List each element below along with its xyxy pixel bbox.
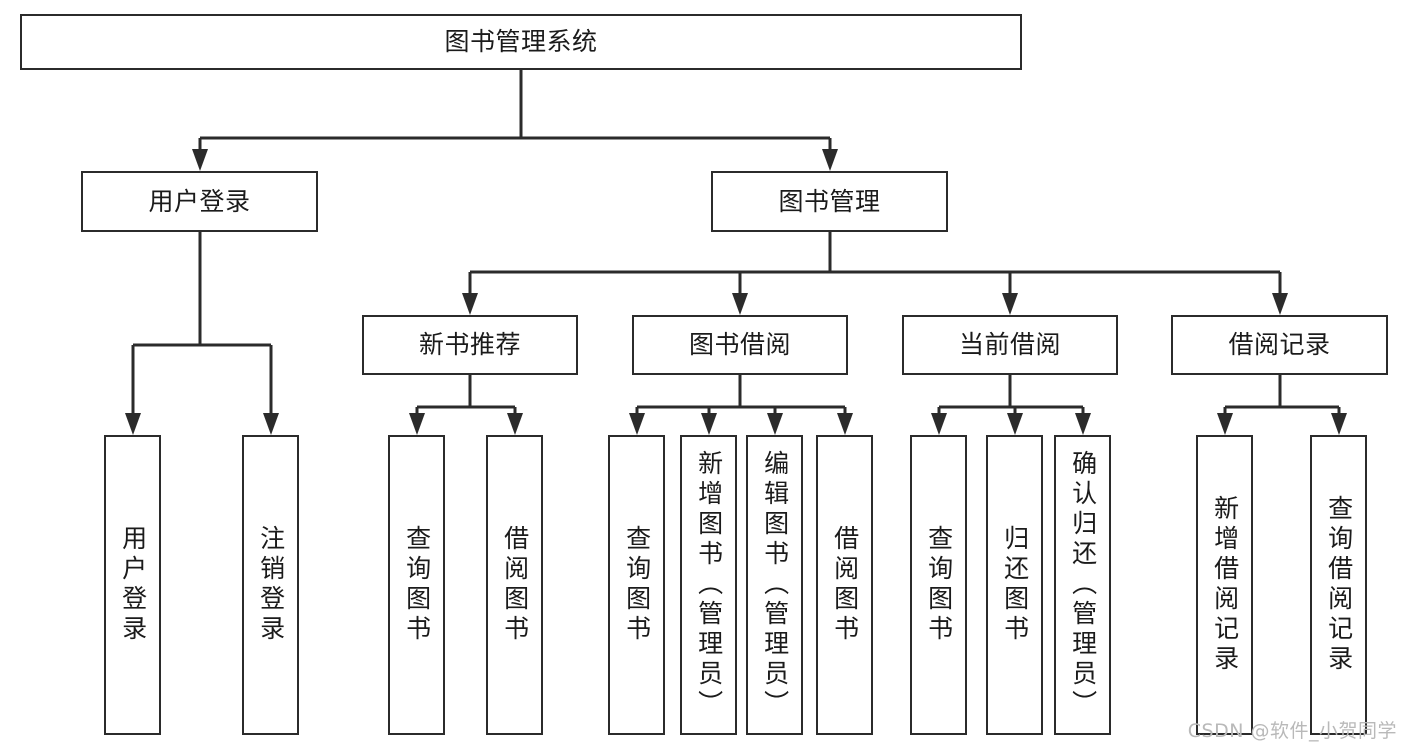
arrowhead-leaf-confirm bbox=[1075, 413, 1091, 435]
node-leaf-add-book[interactable]: 新增图书（管理员） bbox=[680, 435, 737, 735]
arrowhead-borrow-record bbox=[1272, 293, 1288, 315]
node-leaf-return[interactable]: 归还图书 bbox=[986, 435, 1043, 735]
node-label: 借阅记录 bbox=[1228, 330, 1331, 360]
arrowhead-new-book-rec bbox=[462, 293, 478, 315]
node-leaf-query-2[interactable]: 查询图书 bbox=[608, 435, 665, 735]
node-label: 注销登录 bbox=[256, 525, 286, 645]
node-book-manage[interactable]: 图书管理 bbox=[711, 171, 948, 232]
node-label: 确认归还（管理员） bbox=[1068, 450, 1098, 720]
watermark: CSDN @软件_小贺同学 bbox=[1187, 720, 1397, 742]
node-label: 图书管理 bbox=[778, 186, 881, 216]
node-leaf-user-login[interactable]: 用户登录 bbox=[104, 435, 161, 735]
node-label: 编辑图书（管理员） bbox=[760, 450, 790, 720]
node-leaf-query-rec[interactable]: 查询借阅记录 bbox=[1310, 435, 1367, 735]
arrowhead-leaf-query-1 bbox=[409, 413, 425, 435]
node-current-borrow[interactable]: 当前借阅 bbox=[902, 315, 1118, 375]
arrowhead-book-borrow bbox=[732, 293, 748, 315]
node-leaf-add-rec[interactable]: 新增借阅记录 bbox=[1196, 435, 1253, 735]
arrowhead-leaf-borrow-2 bbox=[837, 413, 853, 435]
arrowhead-leaf-add-rec bbox=[1217, 413, 1233, 435]
arrowhead-leaf-logout bbox=[263, 413, 279, 435]
node-book-borrow[interactable]: 图书借阅 bbox=[632, 315, 848, 375]
arrowhead-leaf-user-login bbox=[125, 413, 141, 435]
node-label: 图书借阅 bbox=[688, 330, 791, 360]
node-label: 新增借阅记录 bbox=[1210, 495, 1240, 675]
node-label: 新增图书（管理员） bbox=[694, 450, 724, 720]
node-leaf-logout[interactable]: 注销登录 bbox=[242, 435, 299, 735]
arrowhead-leaf-query-3 bbox=[931, 413, 947, 435]
arrowhead-leaf-add-book bbox=[701, 413, 717, 435]
node-label: 查询图书 bbox=[924, 525, 954, 645]
arrowhead-leaf-query-rec bbox=[1331, 413, 1347, 435]
node-leaf-query-1[interactable]: 查询图书 bbox=[388, 435, 445, 735]
node-label: 新书推荐 bbox=[418, 330, 521, 360]
arrowhead-leaf-edit-book bbox=[767, 413, 783, 435]
node-label: 查询图书 bbox=[402, 525, 432, 645]
node-leaf-borrow-1[interactable]: 借阅图书 bbox=[486, 435, 543, 735]
node-label: 借阅图书 bbox=[830, 525, 860, 645]
node-label: 用户登录 bbox=[118, 525, 148, 645]
node-new-book-rec[interactable]: 新书推荐 bbox=[362, 315, 578, 375]
arrowhead-current-borrow bbox=[1002, 293, 1018, 315]
node-root[interactable]: 图书管理系统 bbox=[20, 14, 1022, 70]
arrowhead-leaf-borrow-1 bbox=[507, 413, 523, 435]
node-borrow-record[interactable]: 借阅记录 bbox=[1171, 315, 1388, 375]
node-label: 图书管理系统 bbox=[444, 27, 598, 57]
node-leaf-edit-book[interactable]: 编辑图书（管理员） bbox=[746, 435, 803, 735]
node-label: 查询图书 bbox=[622, 525, 652, 645]
node-label: 当前借阅 bbox=[958, 330, 1061, 360]
node-leaf-borrow-2[interactable]: 借阅图书 bbox=[816, 435, 873, 735]
node-label: 归还图书 bbox=[1000, 525, 1030, 645]
node-label: 用户登录 bbox=[148, 186, 251, 216]
node-label: 借阅图书 bbox=[500, 525, 530, 645]
node-leaf-query-3[interactable]: 查询图书 bbox=[910, 435, 967, 735]
node-label: 查询借阅记录 bbox=[1324, 495, 1354, 675]
arrowhead-book-manage bbox=[822, 149, 838, 171]
node-user-login[interactable]: 用户登录 bbox=[81, 171, 318, 232]
arrowhead-leaf-return bbox=[1007, 413, 1023, 435]
arrowhead-user-login bbox=[192, 149, 208, 171]
arrowhead-leaf-query-2 bbox=[629, 413, 645, 435]
node-leaf-confirm[interactable]: 确认归还（管理员） bbox=[1054, 435, 1111, 735]
